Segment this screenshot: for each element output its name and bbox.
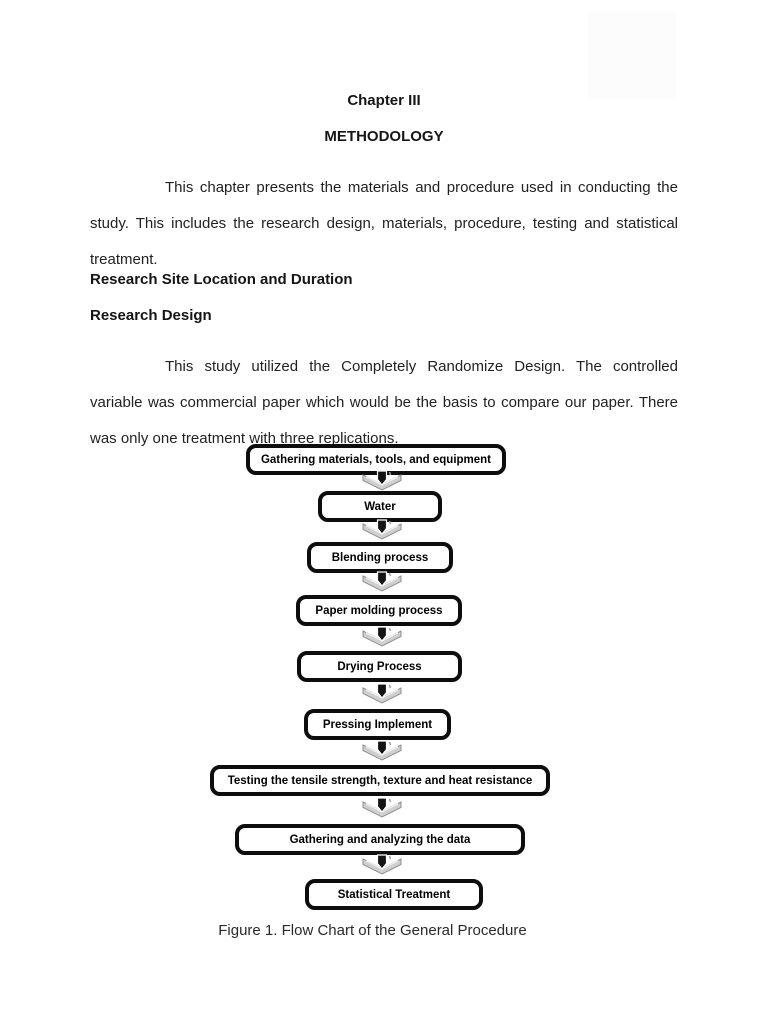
section-title: METHODOLOGY — [324, 128, 444, 145]
design-paragraph: This study utilized the Completely Rando… — [90, 358, 678, 447]
flowchart-step-gathering-data: Gathering and analyzing the data — [235, 824, 525, 855]
flowchart-step-label: Drying Process — [337, 660, 422, 673]
down-arrow-icon — [360, 470, 404, 493]
heading-research-site-location: Research Site Location and Duration — [90, 271, 353, 288]
flowchart-step-blending-process: Blending process — [307, 542, 453, 573]
down-arrow-icon — [360, 740, 404, 763]
flowchart-step-testing: Testing the tensile strength, texture an… — [210, 765, 550, 796]
flowchart-step-label: Pressing Implement — [322, 718, 433, 731]
flowchart-step-label: Statistical Treatment — [337, 888, 451, 901]
heading-research-design: Research Design — [90, 307, 212, 324]
down-arrow-icon — [360, 626, 404, 649]
flowchart-step-label: Testing the tensile strength, texture an… — [227, 774, 533, 787]
flowchart-step-gathering-materials: Gathering materials, tools, and equipmen… — [246, 444, 506, 475]
down-arrow-icon — [360, 683, 404, 706]
flowchart-step-water: Water — [318, 491, 442, 522]
flowchart-step-drying-process: Drying Process — [297, 651, 462, 682]
down-arrow-icon — [360, 797, 404, 820]
flowchart-step-pressing-implement: Pressing Implement — [304, 709, 451, 740]
down-arrow-icon — [360, 519, 404, 542]
figure-caption: Figure 1. Flow Chart of the General Proc… — [218, 922, 527, 939]
chapter-title: Chapter III — [347, 92, 421, 109]
down-arrow-icon — [360, 854, 404, 877]
flowchart-step-statistical-treatment: Statistical Treatment — [305, 879, 483, 910]
flowchart-step-label: Gathering and analyzing the data — [289, 833, 471, 846]
flowchart-step-label: Gathering materials, tools, and equipmen… — [260, 453, 492, 466]
flowchart-step-label: Water — [364, 500, 396, 513]
flowchart-step-label: Paper molding process — [315, 604, 443, 617]
intro-paragraph: This chapter presents the materials and … — [90, 179, 678, 268]
watermark-placeholder — [588, 11, 676, 99]
flowchart-step-label: Blending process — [331, 551, 429, 564]
down-arrow-icon — [360, 571, 404, 594]
flowchart-step-paper-molding: Paper molding process — [296, 595, 462, 626]
